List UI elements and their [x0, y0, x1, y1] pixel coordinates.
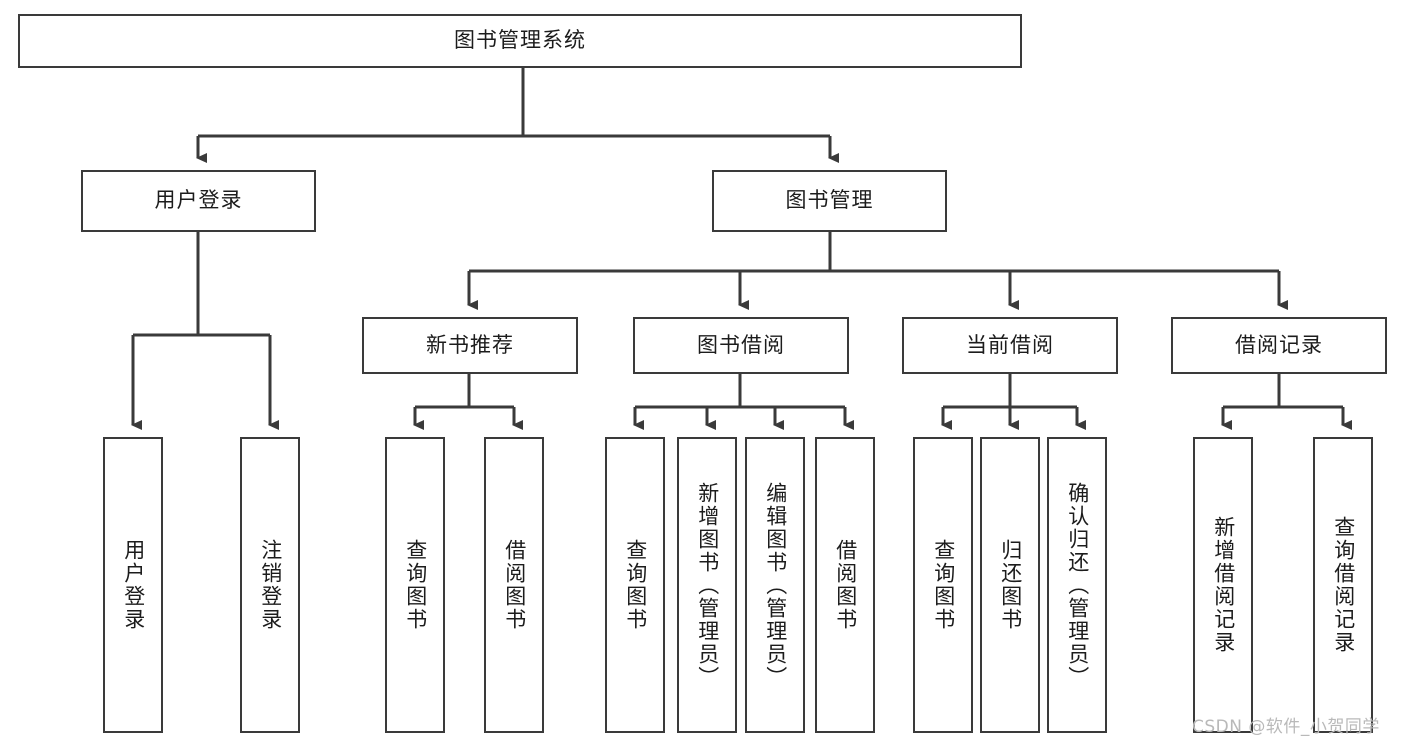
leaf-book-borrow-query[interactable]: 查询图书: [605, 437, 665, 733]
node-user-login[interactable]: 用户登录: [81, 170, 316, 232]
node-current-borrow[interactable]: 当前借阅: [902, 317, 1118, 374]
leaf-borrow-record-query[interactable]: 查询借阅记录: [1313, 437, 1373, 733]
node-root[interactable]: 图书管理系统: [18, 14, 1022, 68]
leaf-current-borrow-query[interactable]: 查询图书: [913, 437, 973, 733]
leaf-label: 编辑图书（管理员）: [763, 481, 788, 689]
node-new-book-recommend[interactable]: 新书推荐: [362, 317, 578, 374]
leaf-label: 查询图书: [623, 539, 648, 631]
node-user-login-label: 用户登录: [154, 188, 243, 213]
leaf-book-borrow-lend[interactable]: 借阅图书: [815, 437, 875, 733]
leaf-label: 借阅图书: [502, 539, 527, 631]
node-root-label: 图书管理系统: [454, 28, 586, 53]
leaf-label: 用户登录: [121, 539, 146, 631]
leaf-book-borrow-edit[interactable]: 编辑图书（管理员）: [745, 437, 805, 733]
leaf-new-book-borrow[interactable]: 借阅图书: [484, 437, 544, 733]
leaf-label: 注销登录: [258, 539, 283, 631]
leaf-user-login-logout[interactable]: 注销登录: [240, 437, 300, 733]
leaf-book-borrow-add[interactable]: 新增图书（管理员）: [677, 437, 737, 733]
leaf-borrow-record-add[interactable]: 新增借阅记录: [1193, 437, 1253, 733]
leaf-user-login-login[interactable]: 用户登录: [103, 437, 163, 733]
watermark: CSDN @软件_小贺同学: [1192, 717, 1380, 737]
leaf-label: 查询图书: [403, 539, 428, 631]
node-borrow-record-label: 借阅记录: [1235, 332, 1323, 357]
leaf-label: 借阅图书: [833, 539, 858, 631]
leaf-current-borrow-confirm[interactable]: 确认归还（管理员）: [1047, 437, 1107, 733]
leaf-new-book-query[interactable]: 查询图书: [385, 437, 445, 733]
node-new-book-recommend-label: 新书推荐: [426, 332, 514, 357]
leaf-label: 归还图书: [998, 539, 1023, 631]
leaf-label: 确认归还（管理员）: [1065, 481, 1090, 689]
node-current-borrow-label: 当前借阅: [966, 332, 1054, 357]
node-book-management-label: 图书管理: [785, 188, 874, 213]
node-borrow-record[interactable]: 借阅记录: [1171, 317, 1387, 374]
node-book-borrow[interactable]: 图书借阅: [633, 317, 849, 374]
leaf-label: 新增图书（管理员）: [695, 481, 720, 689]
leaf-label: 查询图书: [931, 539, 956, 631]
leaf-label: 查询借阅记录: [1331, 516, 1356, 654]
node-book-borrow-label: 图书借阅: [697, 332, 785, 357]
node-book-management[interactable]: 图书管理: [712, 170, 947, 232]
leaf-label: 新增借阅记录: [1211, 516, 1236, 654]
leaf-current-borrow-return[interactable]: 归还图书: [980, 437, 1040, 733]
